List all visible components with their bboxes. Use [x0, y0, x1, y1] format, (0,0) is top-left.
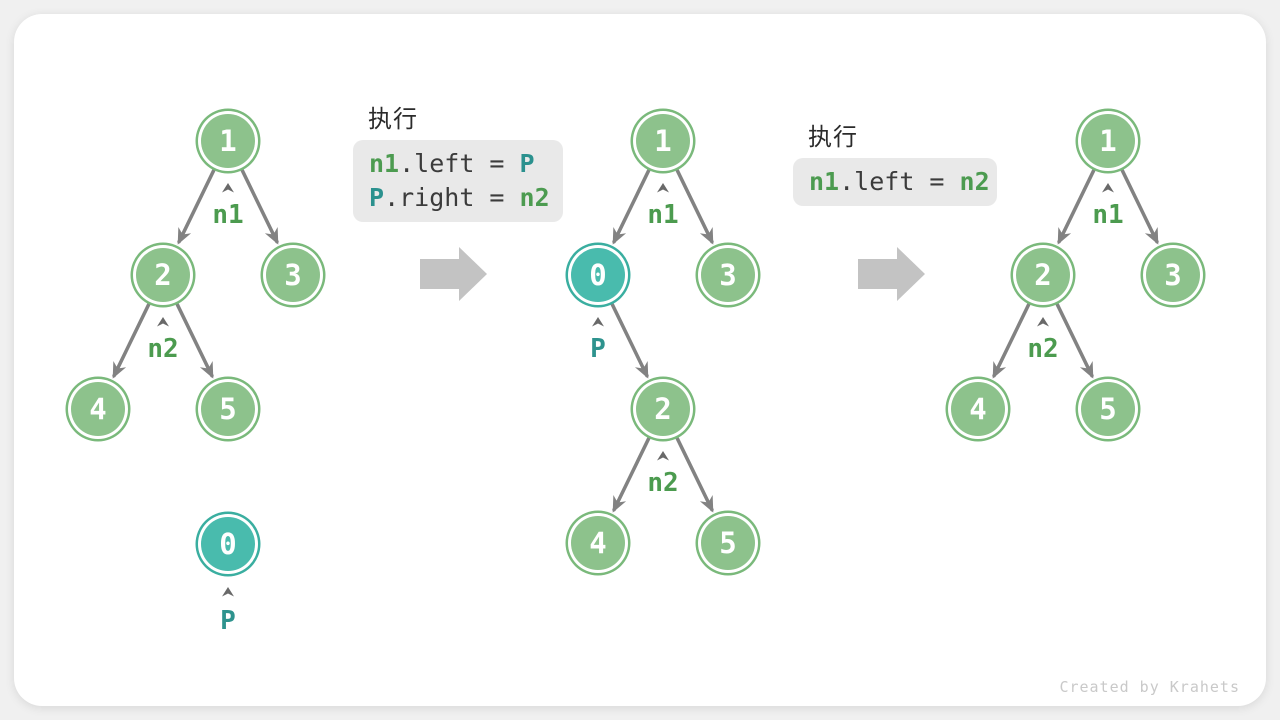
code-line-1: n1.left = P [369, 147, 547, 181]
tree1-node-3: 3 [266, 248, 320, 302]
exec-title-1: 执行 [368, 106, 418, 133]
code-block-1: n1.left = P P.right = n2 [353, 140, 563, 222]
code-token-n2: n2 [959, 167, 990, 196]
code-token-p: P [519, 149, 535, 178]
code-token-right: .right = [384, 183, 520, 212]
tree2-node-3: 3 [701, 248, 755, 302]
tree2-node-0-inserted: 0 [571, 248, 625, 302]
tree3-node-2: 2 [1016, 248, 1070, 302]
code-token-left: .left = [839, 167, 960, 196]
tree1-node-4: 4 [71, 382, 125, 436]
tree1-node-0-inserted: 0 [201, 517, 255, 571]
tree2-node-5: 5 [701, 516, 755, 570]
tree2-node-1: 1 [636, 114, 690, 168]
code-token-n1: n1 [809, 167, 840, 196]
tree3-node-1: 1 [1081, 114, 1135, 168]
code-token-p: P [369, 183, 385, 212]
tree3-node-4: 4 [951, 382, 1005, 436]
code-token-n1: n1 [369, 149, 400, 178]
figure-card [14, 14, 1266, 706]
code-block-2: n1.left = n2 [793, 158, 997, 206]
pointer-label-n1: n1 [1092, 200, 1124, 230]
tree1-node-2: 2 [136, 248, 190, 302]
pointer-label-n2: n2 [647, 468, 679, 498]
pointer-label-n2: n2 [1027, 334, 1059, 364]
tree3-node-3: 3 [1146, 248, 1200, 302]
exec-title-2: 执行 [808, 124, 858, 151]
watermark-credit: Created by Krahets [1059, 678, 1240, 696]
pointer-label-n1: n1 [212, 200, 244, 230]
tree2-node-2: 2 [636, 382, 690, 436]
code-token-left: .left = [399, 149, 520, 178]
tree1-node-5: 5 [201, 382, 255, 436]
pointer-label-n2: n2 [147, 334, 179, 364]
pointer-label-p: P [220, 606, 236, 636]
code-line-1: n1.left = n2 [809, 165, 990, 199]
pointer-label-n1: n1 [647, 200, 679, 230]
code-token-n2: n2 [519, 183, 550, 212]
code-line-2: P.right = n2 [369, 181, 550, 215]
tree2-node-4: 4 [571, 516, 625, 570]
tree3-node-5: 5 [1081, 382, 1135, 436]
tree1-node-1: 1 [201, 114, 255, 168]
pointer-label-p: P [590, 334, 606, 364]
